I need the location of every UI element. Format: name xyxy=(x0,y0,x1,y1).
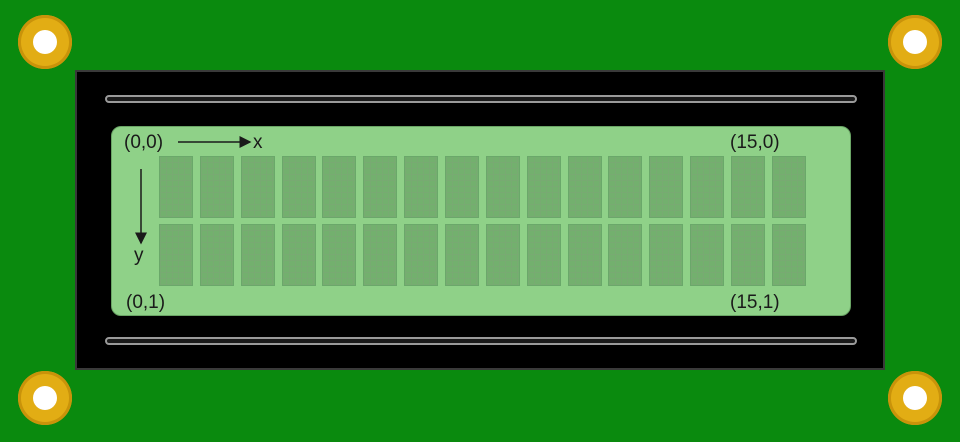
label-top-left: (0,0) xyxy=(124,132,164,153)
char-cell-12-1 xyxy=(649,224,684,286)
char-cell-14-1 xyxy=(730,224,765,286)
char-cell-4-1 xyxy=(322,224,357,286)
char-cell-8-0 xyxy=(485,156,520,218)
char-cell-6-1 xyxy=(404,224,439,286)
char-cell-2-1 xyxy=(240,224,275,286)
mounting-hole-bottom-left xyxy=(18,371,72,425)
axis-arrows xyxy=(135,136,252,245)
char-cell-9-0 xyxy=(526,156,561,218)
char-cell-2-0 xyxy=(240,156,275,218)
char-cell-11-0 xyxy=(608,156,643,218)
char-cell-0-1 xyxy=(159,224,193,286)
char-cell-3-0 xyxy=(281,156,316,218)
char-cell-15-0 xyxy=(771,156,806,218)
char-cell-7-1 xyxy=(444,224,479,286)
mounting-hole-top-right xyxy=(888,15,942,69)
char-cell-13-0 xyxy=(690,156,725,218)
label-bottom-right: (15,1) xyxy=(730,292,780,313)
label-top-right: (15,0) xyxy=(730,132,780,153)
char-cell-11-1 xyxy=(608,224,643,286)
char-cell-13-1 xyxy=(690,224,725,286)
char-cell-12-0 xyxy=(649,156,684,218)
char-cell-6-0 xyxy=(404,156,439,218)
lcd-screen: (0,0) (15,0) (0,1) (15,1) x y xyxy=(111,126,851,316)
label-bottom-left: (0,1) xyxy=(126,292,166,313)
bezel-rail-bottom xyxy=(105,337,857,345)
char-cell-8-1 xyxy=(485,224,520,286)
char-cell-0-0 xyxy=(159,156,193,218)
mounting-hole-bottom-right xyxy=(888,371,942,425)
char-cell-9-1 xyxy=(526,224,561,286)
char-cell-7-0 xyxy=(444,156,479,218)
lcd-bezel: (0,0) (15,0) (0,1) (15,1) x y xyxy=(75,70,885,370)
x-axis-label: x xyxy=(253,132,263,153)
mounting-hole-top-left xyxy=(18,15,72,69)
bezel-rail-top xyxy=(105,95,857,103)
char-cell-1-0 xyxy=(199,156,234,218)
char-cell-5-1 xyxy=(363,224,398,286)
y-axis-label: y xyxy=(134,245,144,266)
char-cell-4-0 xyxy=(322,156,357,218)
char-cell-10-1 xyxy=(567,224,602,286)
char-cell-1-1 xyxy=(199,224,234,286)
char-cell-15-1 xyxy=(771,224,806,286)
char-cell-3-1 xyxy=(281,224,316,286)
char-cell-14-0 xyxy=(730,156,765,218)
char-cell-10-0 xyxy=(567,156,602,218)
char-cell-5-0 xyxy=(363,156,398,218)
